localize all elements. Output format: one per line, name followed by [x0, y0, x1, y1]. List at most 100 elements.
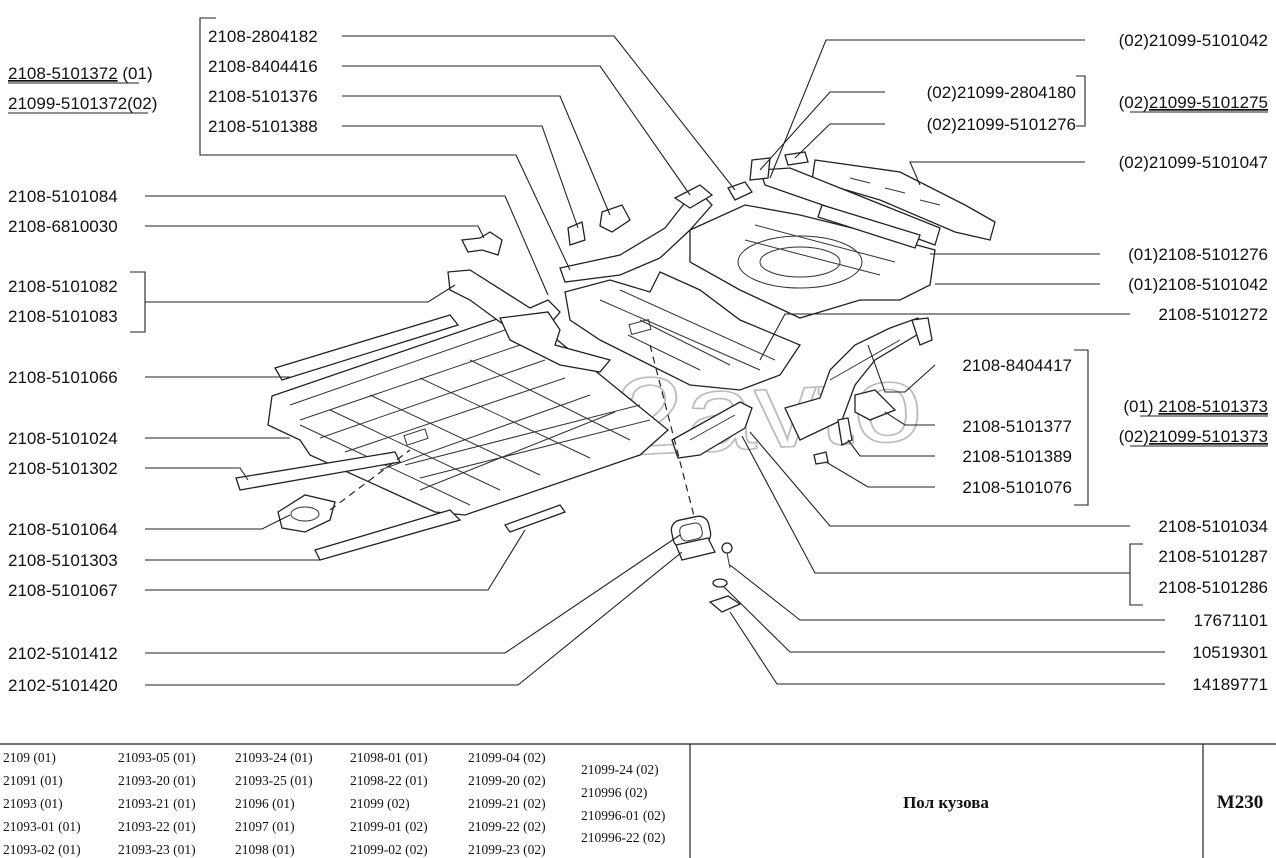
callout-2108-5101389: 2108-5101389 — [962, 447, 1072, 466]
sill-5101066 — [274, 314, 460, 381]
callout-2108-6810030: 2108-6810030 — [8, 217, 118, 236]
callout-21099-5101047: (02)21099-5101047 — [1119, 153, 1268, 172]
callout-2108-5101287: 2108-5101287 — [1158, 547, 1268, 566]
callout-2102-5101420: 2102-5101420 — [8, 676, 118, 695]
model-cell: 21099-04 (02) — [468, 750, 546, 765]
bracket-5101388 — [567, 221, 586, 246]
model-cell: 21093-24 (01) — [235, 750, 313, 765]
model-cell: 21097 (01) — [235, 819, 295, 834]
bracket-21099-2804180 — [749, 157, 771, 181]
model-cell: 21099-21 (02) — [468, 796, 546, 811]
callout-2108-5101377: 2108-5101377 — [962, 417, 1072, 436]
model-cell: 21098-22 (01) — [350, 773, 428, 788]
callout-21099-5101042: (02)21099-5101042 — [1119, 31, 1268, 50]
boot-floor-panel — [689, 204, 936, 319]
sill-5101303 — [314, 509, 462, 561]
model-cell: 21099-02 (02) — [350, 842, 428, 857]
washer-10519301 — [712, 578, 728, 588]
model-cell: 21099-22 (02) — [468, 819, 546, 834]
model-cell: 21099 (02) — [350, 796, 410, 811]
models-table: 2109 (01) 21091 (01) 21093 (01) 21093-01… — [0, 743, 1276, 858]
bracket-8404417 — [911, 317, 933, 346]
leader-lines — [130, 17, 1165, 686]
callout-2108-5101373: (01) 2108-5101373 — [1123, 397, 1268, 416]
clip-14189771 — [708, 595, 742, 613]
callout-2108-5101083: 2108-5101083 — [8, 307, 118, 326]
model-cell: 21091 (01) — [3, 773, 63, 788]
callout-2108-5101084: 2108-5101084 — [8, 187, 118, 206]
callout-2108-5101303: 2108-5101303 — [8, 551, 118, 570]
model-cell: 21093-20 (01) — [118, 773, 196, 788]
callout-2108-5101082: 2108-5101082 — [8, 277, 118, 296]
callout-2108-2804182: 2108-2804182 — [208, 27, 318, 46]
rear-floor-panel — [564, 271, 801, 391]
bolt-17671101 — [721, 542, 733, 569]
model-cell: 21093-23 (01) — [118, 842, 196, 857]
callout-2108-5101066: 2108-5101066 — [8, 368, 118, 387]
bracket-2804182 — [727, 181, 753, 201]
callout-10519301: 10519301 — [1192, 643, 1268, 662]
right-callouts: (02)21099-5101042 (02)21099-2804180 (02)… — [927, 31, 1268, 694]
model-cell: 21099-20 (02) — [468, 773, 546, 788]
callout-2108-5101302: 2108-5101302 — [8, 459, 118, 478]
model-cell: 21098 (01) — [235, 842, 295, 857]
callout-2108-8404416: 2108-8404416 — [208, 57, 318, 76]
assembly-line-1 — [329, 449, 411, 511]
model-cell: 21093-22 (01) — [118, 819, 196, 834]
side-member-5101084 — [447, 269, 612, 373]
bracket-6810030 — [461, 231, 503, 256]
bracket-5101389 — [837, 417, 853, 446]
callout-2108-5101276: (01)2108-5101276 — [1128, 245, 1268, 264]
callout-21099-5101373: (02)21099-5101373 — [1119, 427, 1268, 446]
bracket-5101376 — [599, 204, 631, 233]
callout-17671101: 17671101 — [1194, 611, 1268, 630]
bracket-21099-5101276 — [784, 151, 809, 166]
callout-2108-5101272: 2108-5101272 — [1158, 305, 1268, 324]
model-cell: 2109 (01) — [3, 750, 56, 765]
model-cell: 21096 (01) — [235, 796, 295, 811]
callout-2108-5101064: 2108-5101064 — [8, 520, 118, 539]
model-cell: 21099-01 (02) — [350, 819, 428, 834]
callout-2108-5101376: 2108-5101376 — [208, 87, 318, 106]
callout-2108-5101286: 2108-5101286 — [1158, 578, 1268, 597]
callout-21099-5101276: (02)21099-5101276 — [927, 115, 1076, 134]
front-floor-panel — [267, 317, 670, 516]
model-cell: 21099-23 (02) — [468, 842, 546, 857]
model-cell: 21093-05 (01) — [118, 750, 196, 765]
assembly-line-2 — [649, 344, 696, 521]
callout-2108-5101388: 2108-5101388 — [208, 117, 318, 136]
model-cell: 21099-24 (02) — [581, 762, 659, 777]
front-side-member — [559, 184, 714, 283]
sill-5101067 — [503, 504, 567, 533]
callout-2108-5101024: 2108-5101024 — [8, 429, 118, 448]
callout-2108-5101034: 2108-5101034 — [1158, 517, 1268, 536]
callout-21099-5101275: (02)21099-5101275 — [1119, 93, 1268, 112]
callout-2108-8404417: 2108-8404417 — [962, 356, 1072, 375]
model-cell: 210996-22 (02) — [581, 830, 665, 845]
callout-2108-5101042: (01)2108-5101042 — [1128, 275, 1268, 294]
callout-21099-2804180: (02)21099-2804180 — [927, 83, 1076, 102]
plug-5101076 — [813, 451, 829, 465]
model-cell: 21093-25 (01) — [235, 773, 313, 788]
model-cell: 21093-01 (01) — [3, 819, 81, 834]
model-cell: 21093-21 (01) — [118, 796, 196, 811]
model-cell: 21093 (01) — [3, 796, 63, 811]
page-title: Пол кузова — [903, 793, 989, 812]
model-cell: 210996-01 (02) — [581, 808, 665, 823]
model-cell: 210996 (02) — [581, 785, 647, 800]
callout-2102-5101412: 2102-5101412 — [8, 644, 118, 663]
rear-cross-bar — [759, 167, 941, 249]
side-member-5101034 — [671, 401, 753, 459]
page-code: M230 — [1217, 792, 1263, 813]
callout-2108-5101076: 2108-5101076 — [962, 478, 1072, 497]
model-cell: 21093-02 (01) — [3, 842, 81, 857]
model-cell: 21098-01 (01) — [350, 750, 428, 765]
plug-5101420 — [675, 537, 716, 561]
left-callouts: 2108-5101372 (01) 21099-5101372(02) 2108… — [8, 27, 318, 695]
callout-2108-5101067: 2108-5101067 — [8, 581, 118, 600]
floor-parts-drawing — [235, 151, 996, 613]
sill-5101302 — [235, 451, 401, 491]
callout-14189771: 14189771 — [1192, 675, 1268, 694]
plug-5101064 — [277, 494, 336, 533]
